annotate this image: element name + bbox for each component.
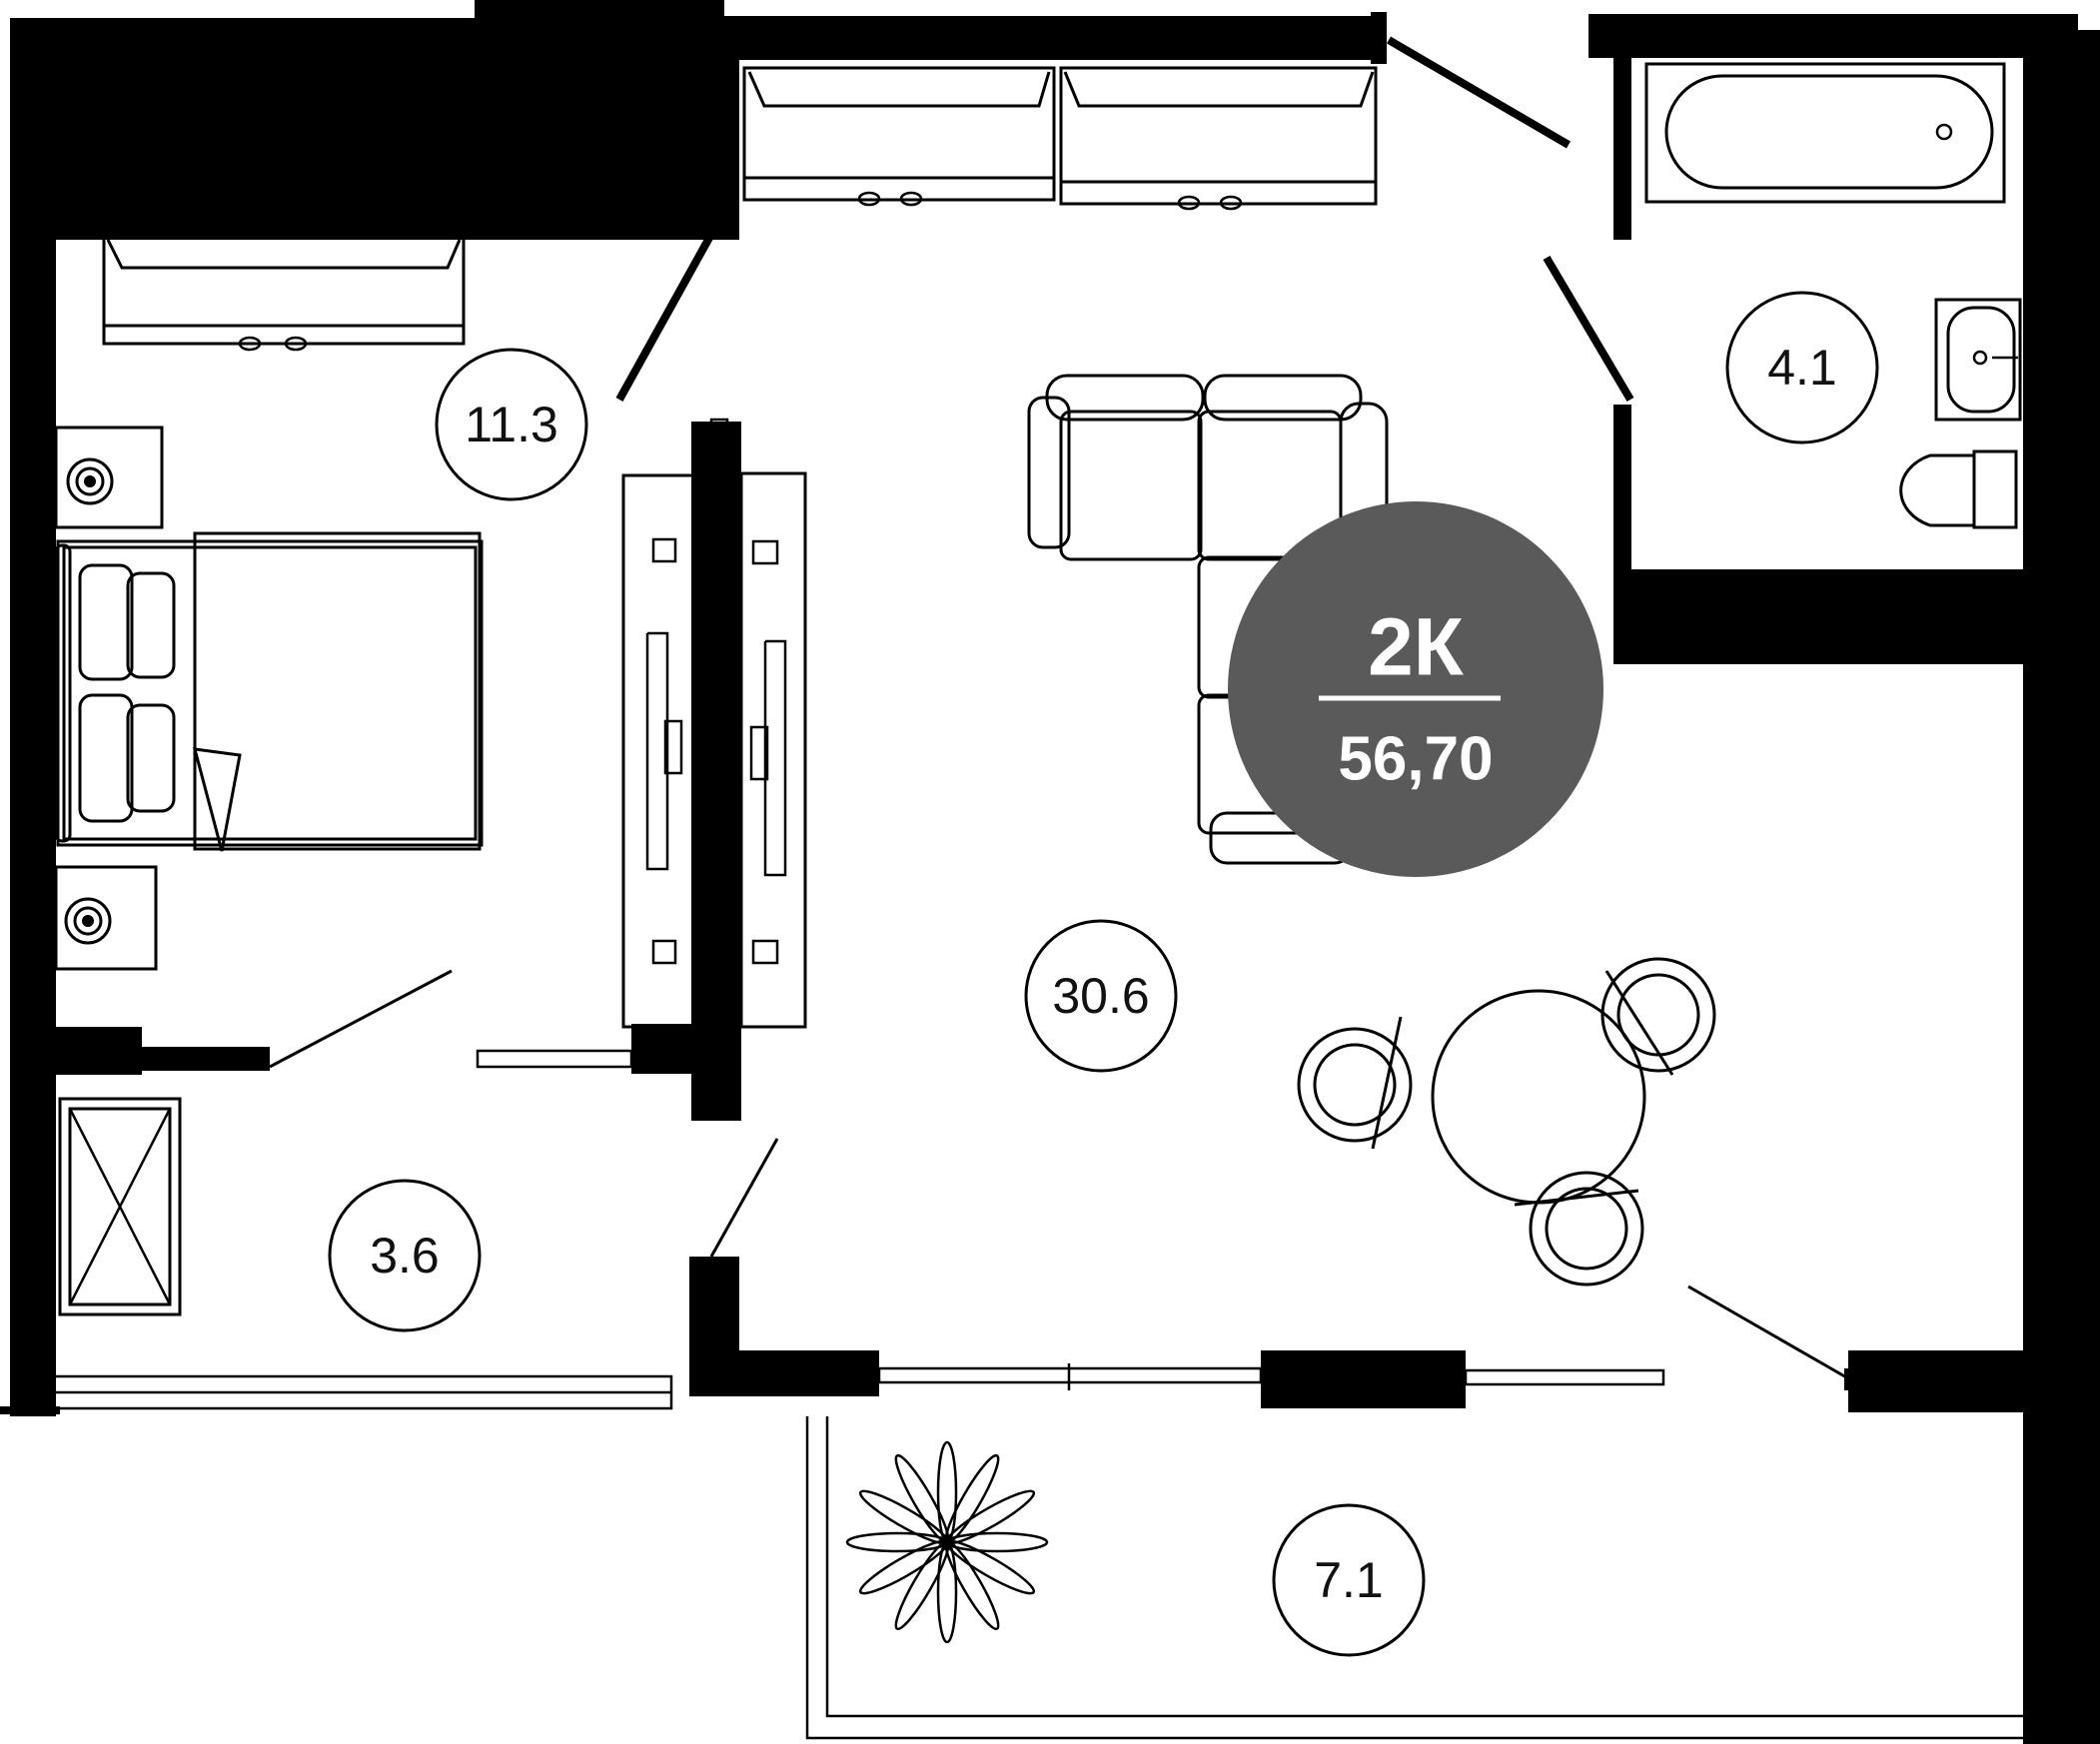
room-area-label: 3.6 <box>370 1228 440 1284</box>
dining-table-icon <box>1431 989 1646 1205</box>
room-area-label: 11.3 <box>465 397 558 452</box>
bathtub-icon <box>1644 62 2006 204</box>
room-bedroom: 11.3 <box>435 348 588 501</box>
toilet-icon <box>1899 449 2018 529</box>
plant-icon <box>845 1440 1049 1644</box>
nightstand-icon <box>54 426 164 971</box>
room-area-label: 7.1 <box>1314 1552 1384 1608</box>
room-hall: 3.6 <box>328 1179 482 1332</box>
room-area-label: 30.6 <box>1052 968 1149 1024</box>
room-bathroom: 4.1 <box>1725 291 1879 444</box>
apartment-type: 2К <box>1368 602 1465 693</box>
kitchen-cabinets <box>742 66 1378 211</box>
shaft-icon <box>58 1097 182 1316</box>
wardrobe-icon <box>102 234 466 352</box>
sink-icon <box>1934 298 2022 422</box>
tv-unit-icon <box>621 418 807 1029</box>
windows <box>56 1049 1665 1410</box>
apartment-badge: 2К 56,70 <box>1228 501 1603 877</box>
apartment-total-area: 56,70 <box>1338 725 1493 794</box>
room-living: 30.6 <box>1024 919 1178 1073</box>
bed-icon <box>54 531 484 852</box>
room-balcony: 7.1 <box>1272 1503 1426 1657</box>
room-area-label: 4.1 <box>1767 340 1837 396</box>
doors <box>269 36 1856 1390</box>
chair-icon <box>1297 957 1716 1287</box>
balcony-railing <box>805 1416 2023 1740</box>
